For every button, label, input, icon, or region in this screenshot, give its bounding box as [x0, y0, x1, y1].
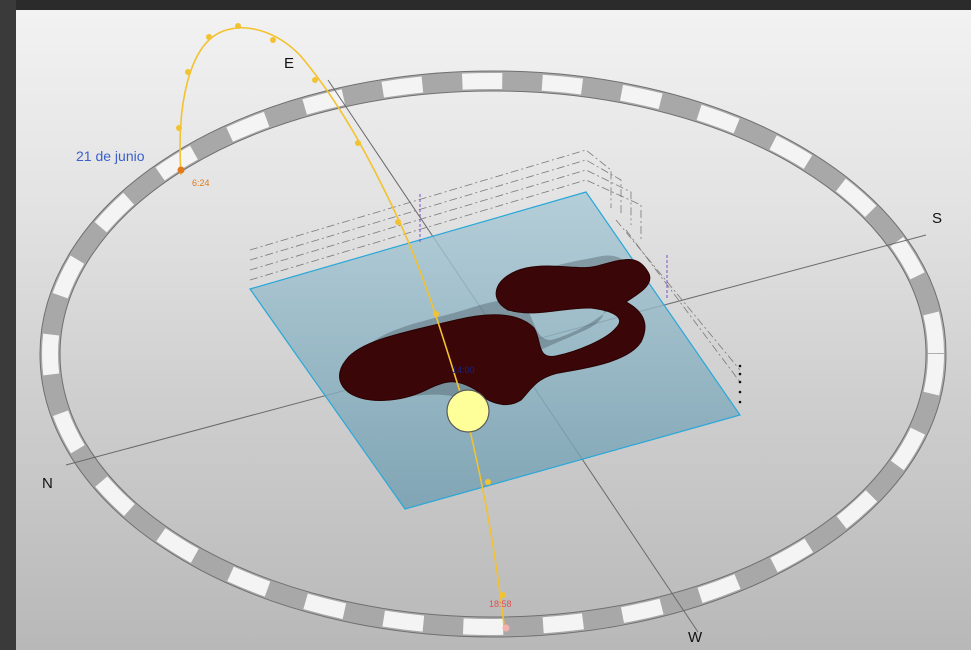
building-footprint[interactable] [339, 259, 651, 405]
sunrise-time-label: 6:24 [192, 178, 210, 188]
compass-label-east: E [284, 55, 294, 72]
sun-path-curve[interactable] [176, 23, 510, 632]
viewport-left-edge [0, 0, 16, 650]
compass-ring [39, 70, 947, 638]
compass-label-north: N [42, 475, 53, 492]
shadow-guide-lines [249, 149, 741, 383]
compass-label-west: W [688, 629, 703, 646]
noon-time-label: 14:00 [452, 365, 475, 375]
plane-corner-ticks [738, 364, 742, 404]
compass-label-south: S [932, 210, 942, 227]
sunset-time-label: 18:58 [489, 599, 512, 609]
sunset-point [502, 624, 510, 632]
date-label: 21 de junio [76, 148, 145, 164]
sun-icon[interactable] [446, 389, 490, 433]
shadow-markers [419, 194, 668, 300]
sun-path-scene[interactable]: N S E W 21 de junio 6:24 14:00 18:58 [16, 10, 971, 650]
sunrise-point [177, 166, 185, 174]
sun-path-viewport[interactable]: N S E W 21 de junio 6:24 14:00 18:58 [16, 10, 971, 650]
